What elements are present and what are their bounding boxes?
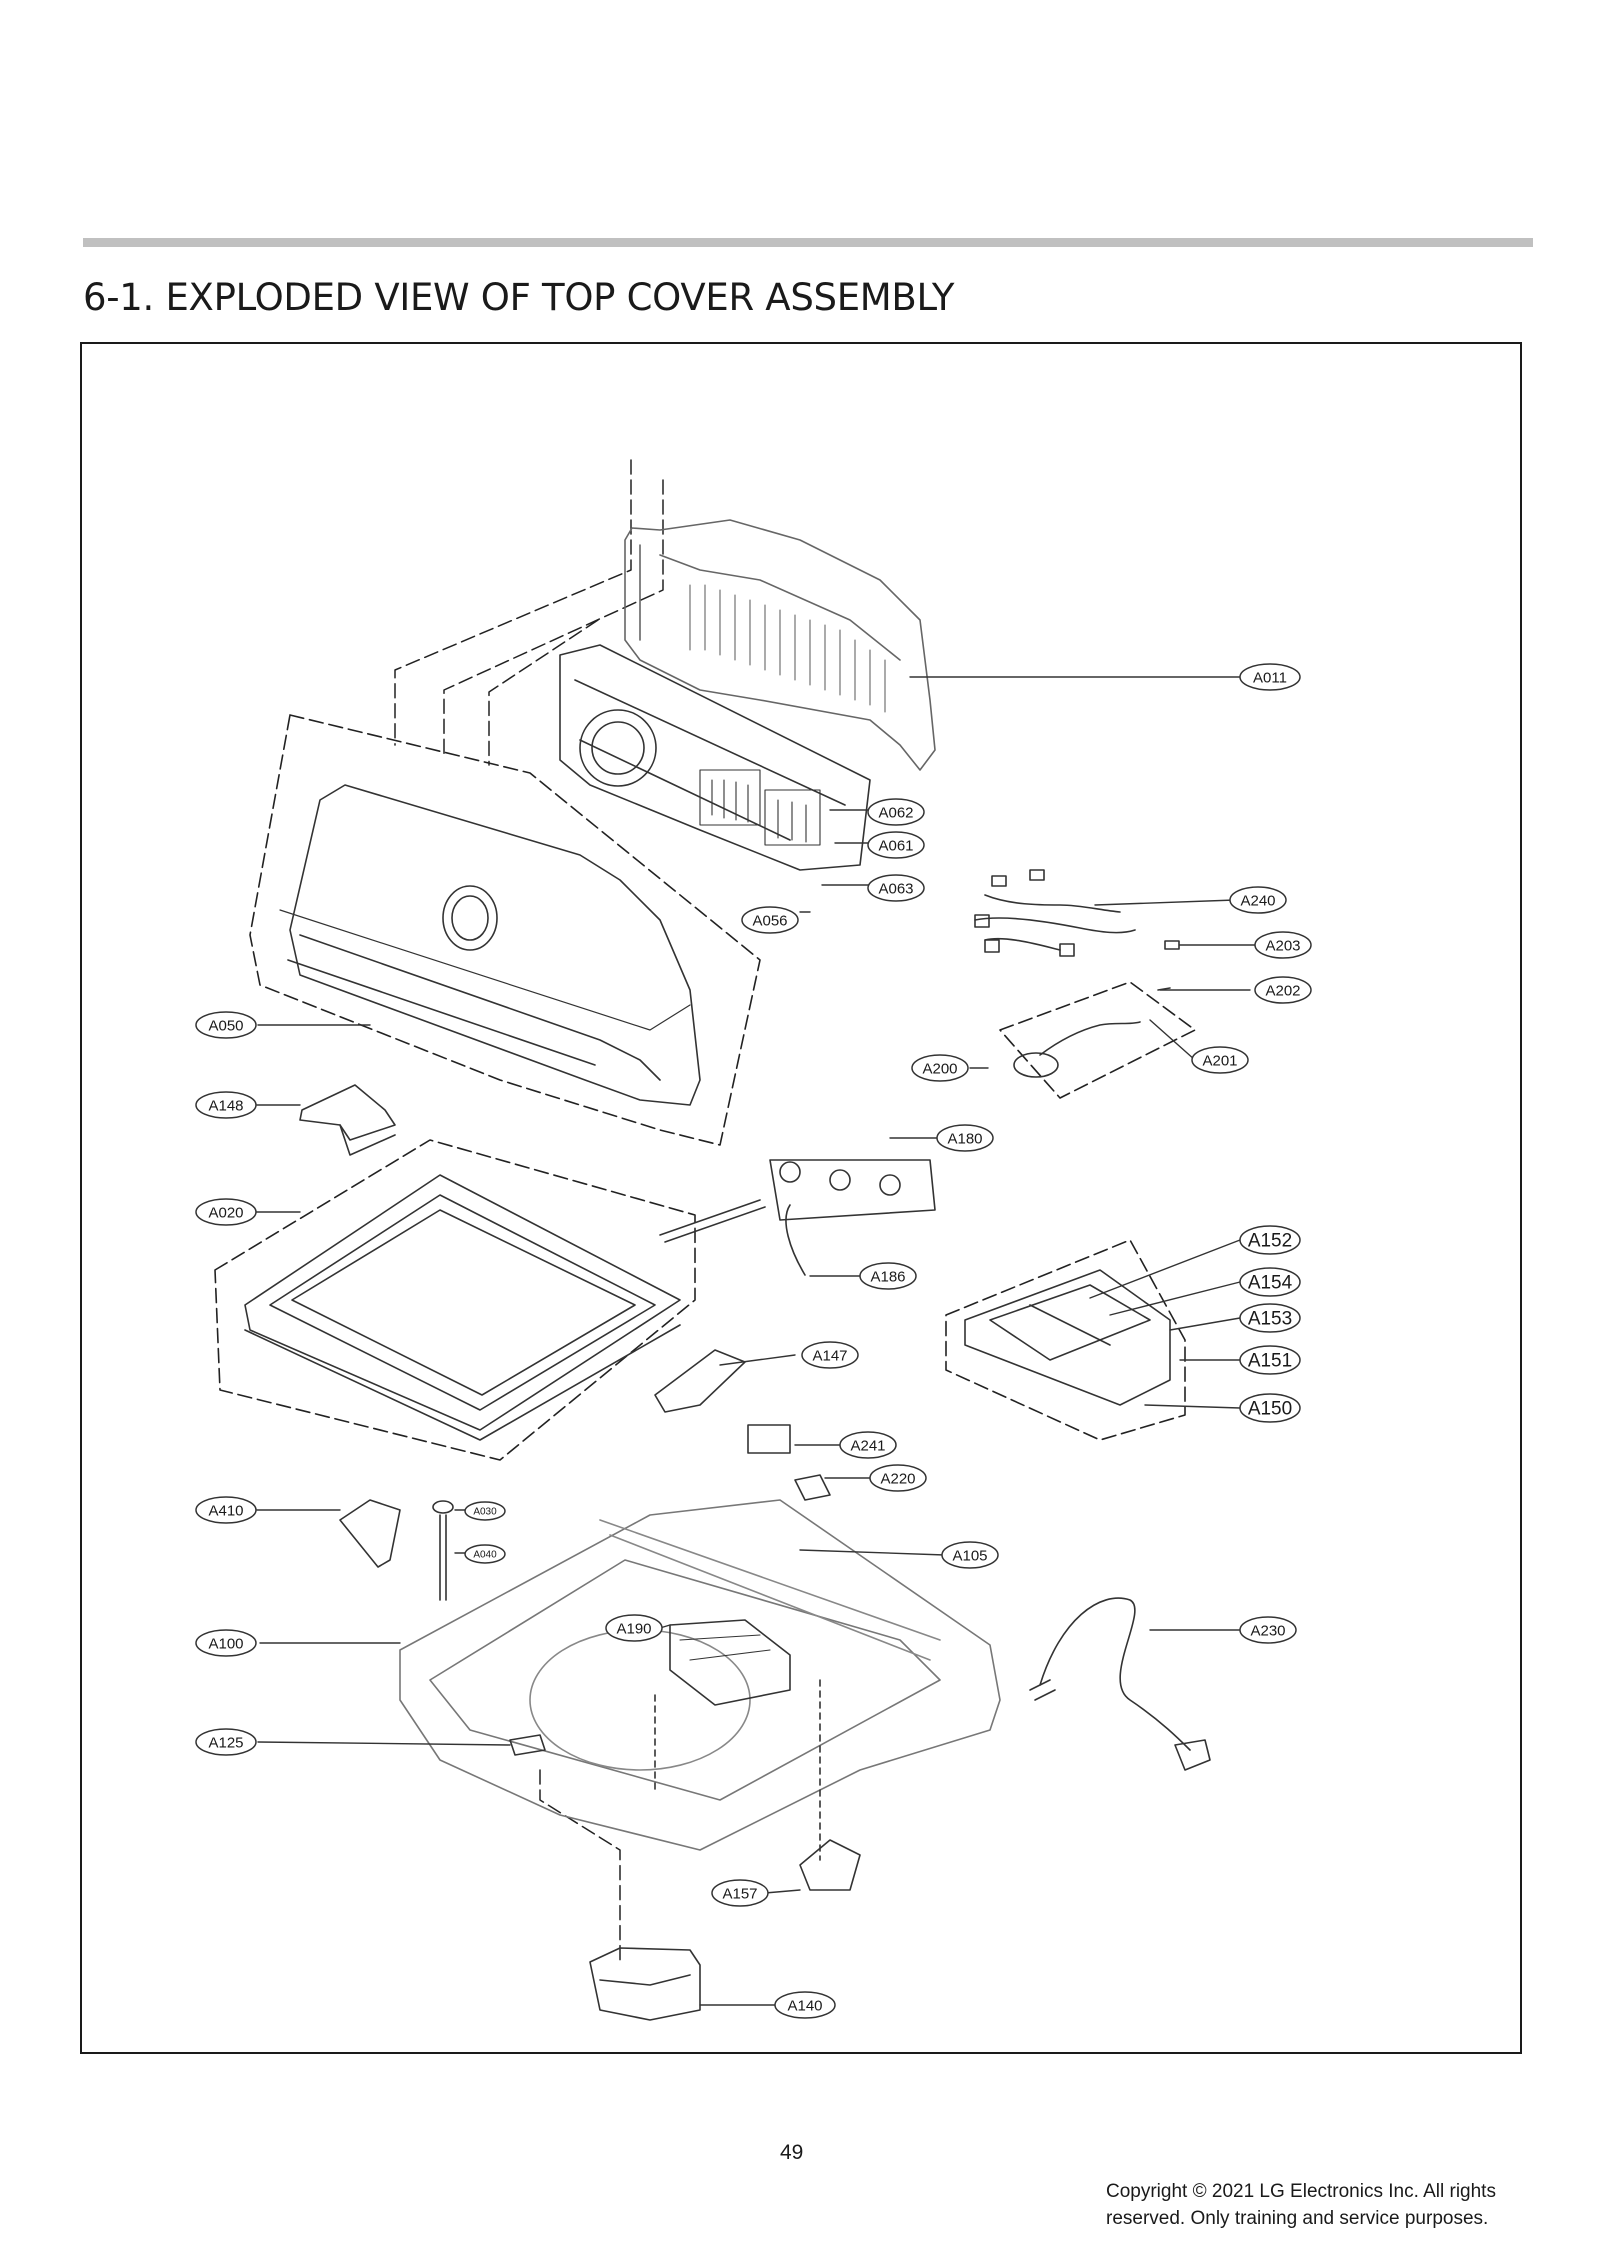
callout-A148-bubble [195,1091,257,1119]
callout-A153: A153 [1248,1309,1292,1330]
callout-A201: A201 [1202,1053,1237,1070]
callout-A151: A151 [1248,1351,1292,1372]
callout-A056-bubble [741,906,799,934]
callout-A154: A154 [1248,1273,1293,1294]
callout-A056: A056 [752,913,787,930]
callout-A100-bubble [195,1629,257,1657]
callout-A105: A105 [952,1548,987,1565]
callout-A105-bubble [941,1541,999,1569]
callout-A180-bubble [936,1124,994,1152]
callout-A050: A050 [208,1018,243,1035]
callout-A125: A125 [208,1735,243,1752]
callout-A190-bubble [605,1614,663,1642]
callout-A152: A152 [1248,1231,1292,1252]
callout-A410: A410 [208,1503,243,1520]
callout-A150: A150 [1248,1399,1292,1420]
callout-A190: A190 [616,1621,651,1638]
pressure-sensor-part [999,981,1196,1099]
callout-A150-bubble [1239,1393,1301,1423]
bottom-module-part [589,1947,701,2021]
callout-A061-bubble [867,831,925,859]
bracket-a147-part [654,1349,746,1413]
callout-A061: A061 [878,838,913,855]
callout-A157-bubble [711,1879,769,1907]
callout-A063: A063 [878,881,913,898]
control-panel-housing-part [249,714,761,1146]
copyright-line-2: reserved. Only training and service purp… [1106,2208,1489,2229]
callout-A140: A140 [787,1998,822,2015]
callout-A200: A200 [922,1061,957,1078]
power-cord-part [1029,1597,1211,1771]
callout-A220-bubble [869,1464,927,1492]
callout-A240: A240 [1240,893,1275,910]
page-title: 6-1. EXPLODED VIEW OF TOP COVER ASSEMBLY [83,276,955,319]
callout-A203: A203 [1265,938,1300,955]
cap-screw-part [339,1499,454,1601]
page-number: 49 [780,2141,804,2164]
callout-A220: A220 [880,1471,915,1488]
callout-A100: A100 [208,1636,243,1653]
callout-A200-bubble [911,1054,969,1082]
wiring-harness-part [974,869,1180,991]
callout-A011-bubble [1239,663,1301,691]
callout-A152-bubble [1239,1225,1301,1255]
top-cover-part [214,1139,696,1461]
callout-A020-bubble [195,1198,257,1226]
control-board-part [559,644,871,871]
callout-A230-bubble [1239,1616,1297,1644]
rear-panel-part [624,519,936,771]
callout-A203-bubble [1254,931,1312,959]
diagram-frame [80,342,1522,2054]
guide-lines [394,459,664,1961]
copyright-notice: Copyright © 2021 LG Electronics Inc. All… [1106,2178,1556,2232]
lid-switch-part [747,1424,831,1501]
leader-lines [255,676,1256,2006]
callout-A410-bubble [195,1496,257,1524]
callout-A062-bubble [867,798,925,826]
callout-A147: A147 [812,1348,847,1365]
callout-A186-bubble [859,1262,917,1290]
callout-A062: A062 [878,805,913,822]
callout-A125-bubble [195,1728,257,1756]
callout-A140-bubble [774,1991,836,2019]
callout-A020: A020 [208,1205,243,1222]
dispenser-part [945,1239,1186,1441]
water-valve-part [659,1159,936,1276]
callout-A202-bubble [1254,976,1312,1004]
callout-A063-bubble [867,874,925,902]
callout-A148: A148 [208,1098,243,1115]
callout-A230: A230 [1250,1623,1285,1640]
callout-A157: A157 [722,1886,757,1903]
callout-A202: A202 [1265,983,1300,1000]
callout-A241: A241 [850,1438,885,1455]
copyright-line-1: Copyright © 2021 LG Electronics Inc. All… [1106,2181,1496,2202]
callout-A240-bubble [1229,886,1287,914]
bracket-a148-part [299,1084,396,1156]
callout-A201-bubble [1191,1046,1249,1074]
callout-A011: A011 [1253,670,1287,687]
callout-A241-bubble [839,1431,897,1459]
callout-bubbles [195,663,1312,2019]
base-frame-part [399,1499,1001,1891]
callout-A153-bubble [1239,1303,1301,1333]
callout-A050-bubble [195,1011,257,1039]
callout-A040-bubble [464,1544,506,1564]
callout-A186: A186 [870,1269,905,1286]
callout-A147-bubble [801,1341,859,1369]
callout-A030: A030 [473,1507,497,1518]
callout-labels: A011 A062 A061 A063 A056 A240 A203 A202 … [208,670,1300,2015]
callout-A030-bubble [464,1501,506,1521]
callout-A180: A180 [947,1131,982,1148]
callout-A040: A040 [473,1550,497,1561]
top-rule [83,238,1533,247]
callout-A154-bubble [1239,1267,1301,1297]
callout-A151-bubble [1239,1345,1301,1375]
